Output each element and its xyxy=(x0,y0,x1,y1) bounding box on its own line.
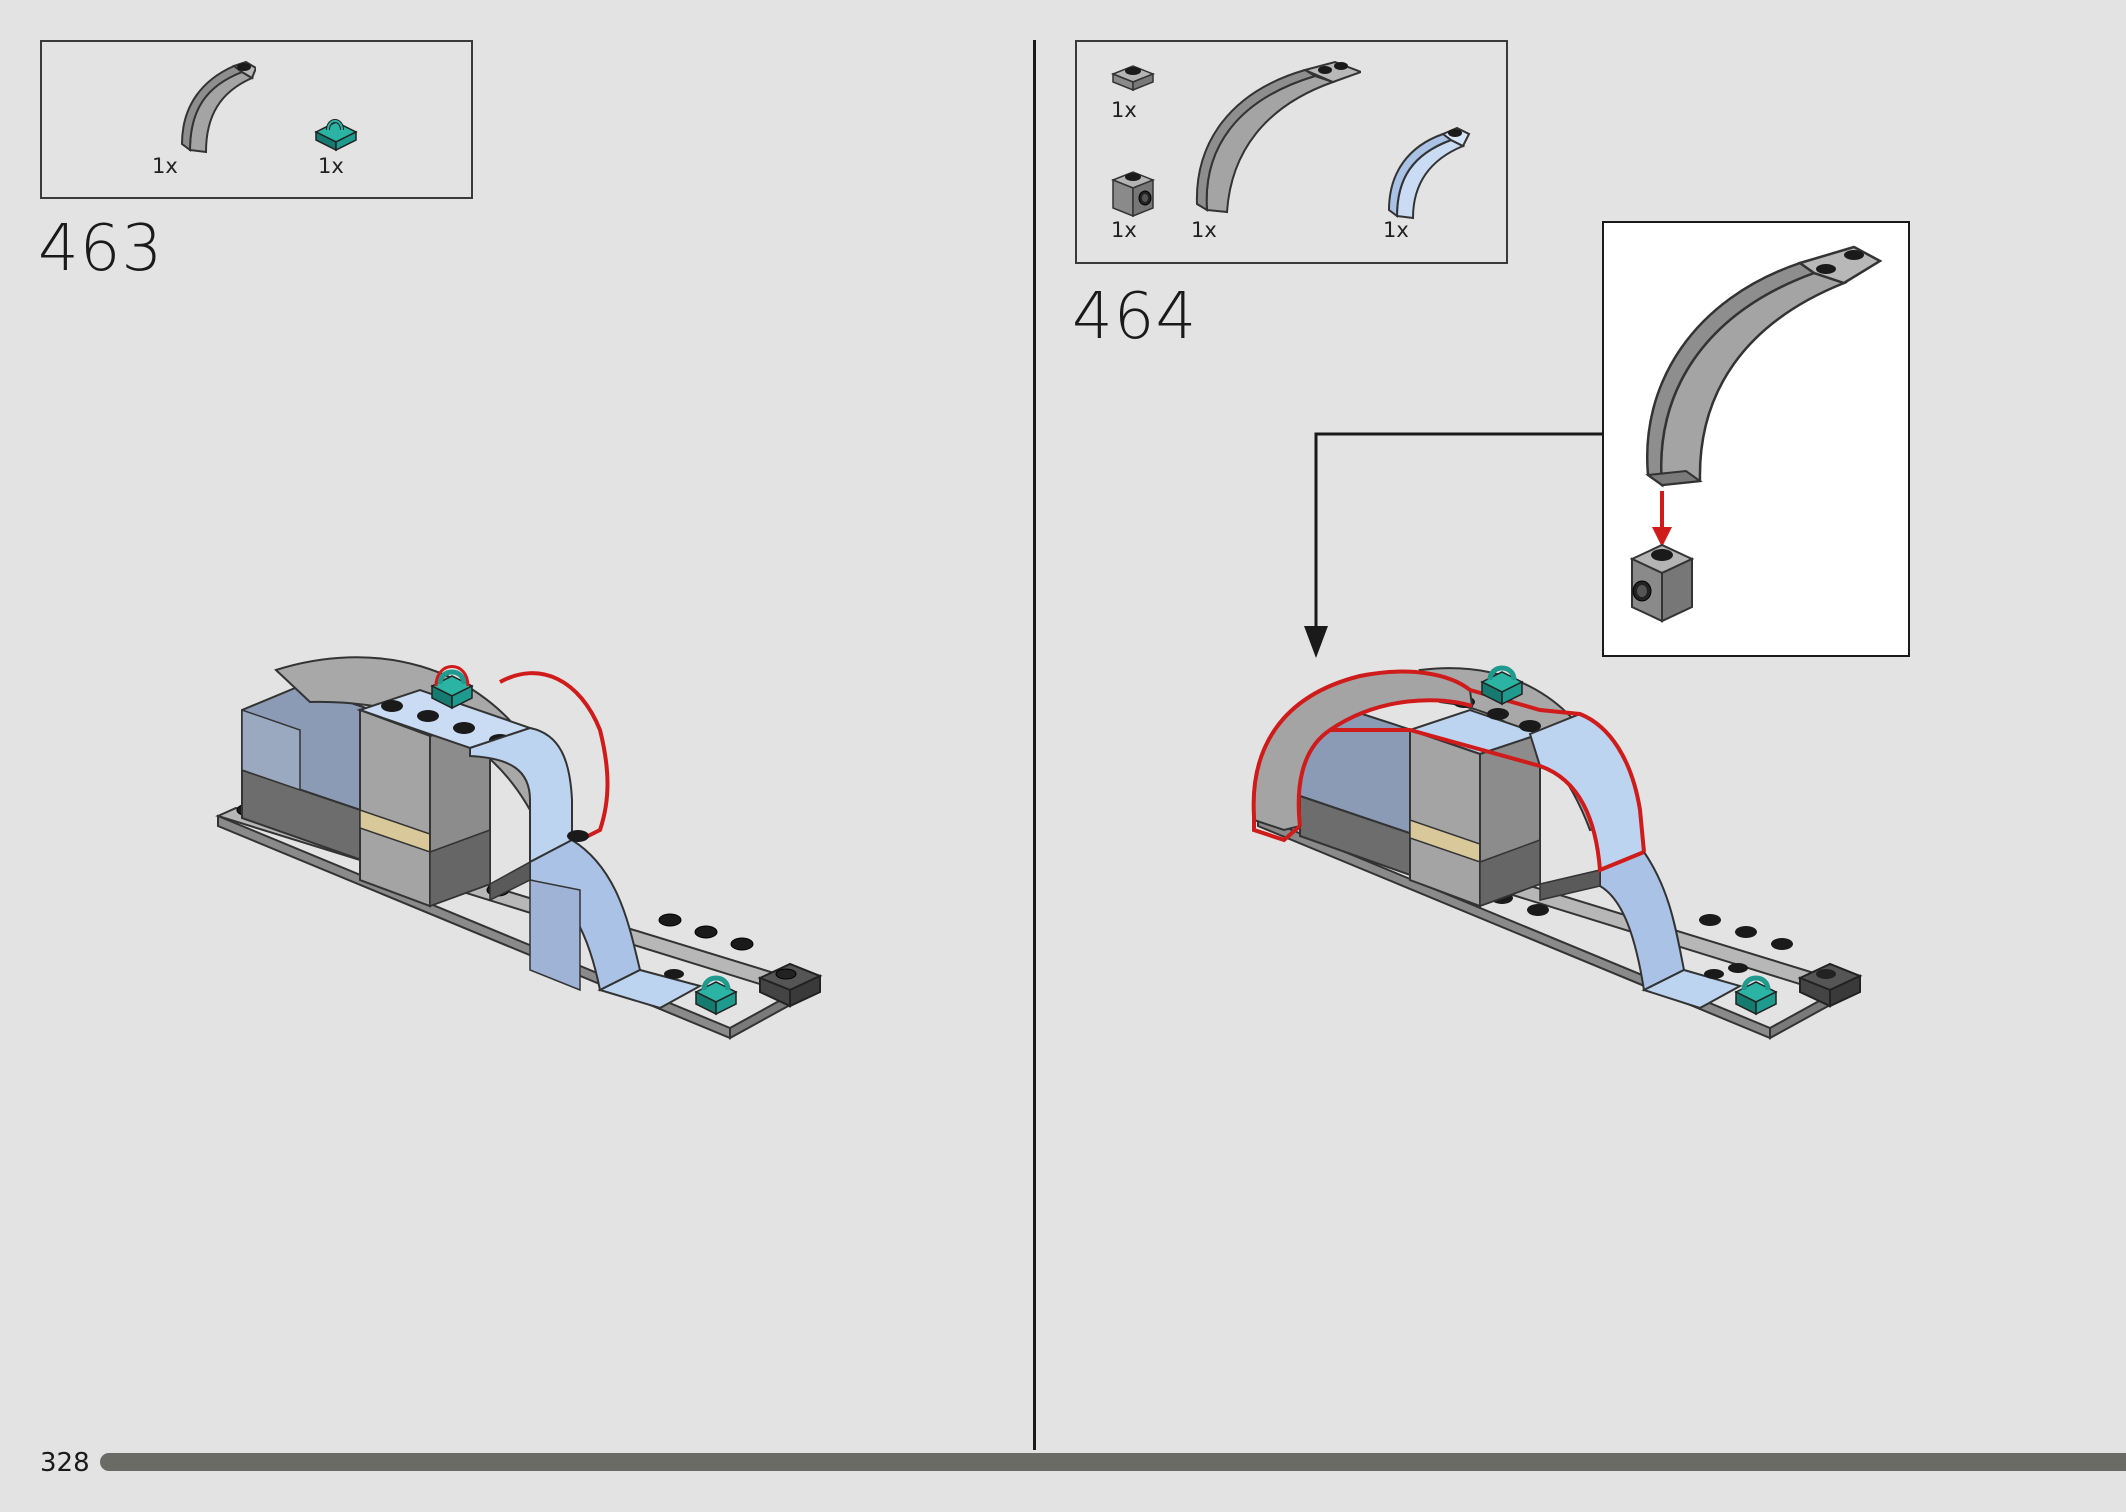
parts-list-step-463: 1x 1x xyxy=(40,40,473,199)
part-qty: 1x xyxy=(1111,218,1137,242)
callout-illustration xyxy=(1629,245,1883,623)
gray-brick-with-stud-side-icon xyxy=(1110,171,1156,218)
progress-bar xyxy=(100,1453,2126,1471)
step-number: 463 xyxy=(38,212,164,286)
sub-assembly-callout xyxy=(1602,221,1910,657)
gray-curved-slope-icon xyxy=(180,60,256,154)
step-number: 464 xyxy=(1072,280,1198,354)
callout-leader-arrow xyxy=(1304,432,1602,658)
part-qty: 1x xyxy=(1383,218,1409,242)
light-blue-curved-slope-icon xyxy=(1387,126,1471,220)
part-qty: 1x xyxy=(318,154,344,178)
gray-large-arch-icon xyxy=(1195,60,1361,214)
part-qty: 1x xyxy=(152,154,178,178)
assembly-illustration-step-464 xyxy=(1251,665,1863,1040)
page-divider xyxy=(1033,40,1036,1450)
part-qty: 1x xyxy=(1191,218,1217,242)
part-qty: 1x xyxy=(1111,98,1137,122)
gray-plate-1x1-icon xyxy=(1110,65,1156,92)
assembly-illustration-step-463 xyxy=(215,656,823,1040)
parts-list-step-464: 1x 1x 1x 1x xyxy=(1075,40,1508,264)
teal-clip-plate-icon xyxy=(314,119,358,152)
page-number: 328 xyxy=(40,1448,90,1478)
